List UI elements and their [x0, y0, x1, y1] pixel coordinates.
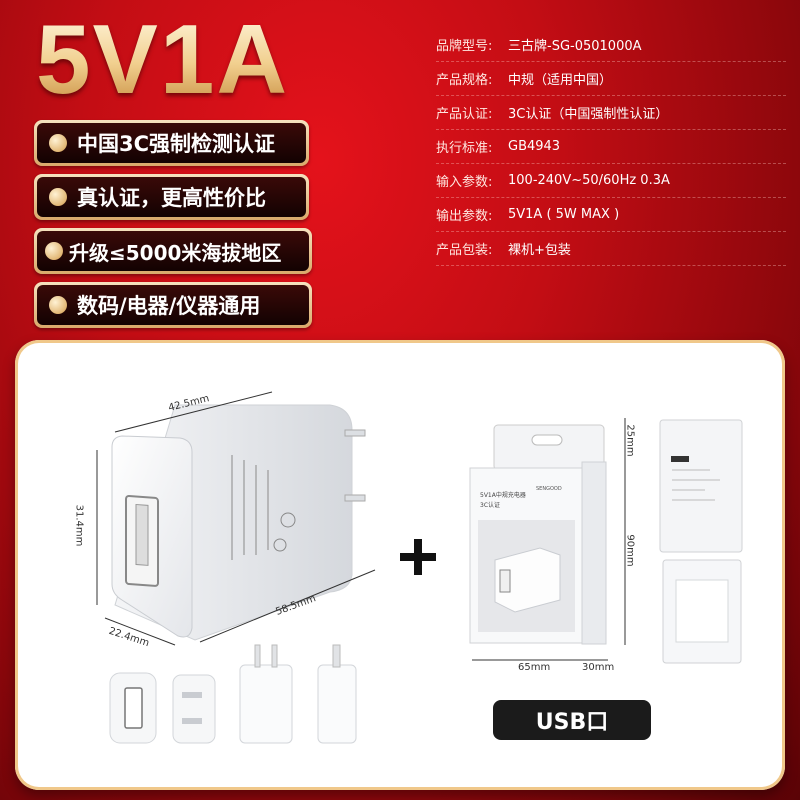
- gold-dot-icon: [45, 242, 63, 260]
- spec-label: 产品包装:: [436, 243, 493, 258]
- badge-altitude: 升级≤5000米海拔地区: [34, 228, 312, 274]
- package-title: 5V1A中规充电器: [480, 492, 526, 499]
- spec-row-spec: 产品规格: 中规（适用中国）: [436, 62, 786, 96]
- dim-box-depth: 30mm: [582, 662, 615, 673]
- spec-label: 输入参数:: [436, 175, 493, 190]
- package-cert: 3C认证: [480, 502, 501, 509]
- spec-table: 品牌型号: 三古牌-SG-0501000A 产品规格: 中规（适用中国） 产品认证:…: [436, 28, 786, 266]
- plus-icon: [398, 537, 438, 577]
- spec-label: 产品规格:: [436, 73, 493, 88]
- badge-text: 中国3C强制检测认证: [77, 132, 276, 156]
- usb-port-label: USB口: [493, 700, 651, 740]
- spec-value: 裸机+包装: [508, 243, 571, 258]
- gold-dot-icon: [49, 134, 67, 152]
- spec-row-model: 品牌型号: 三古牌-SG-0501000A: [436, 28, 786, 62]
- headline-5v1a: 5V1A: [36, 4, 290, 114]
- spec-row-package: 产品包装: 裸机+包装: [436, 232, 786, 266]
- spec-value: 3C认证（中国强制性认证）: [508, 107, 669, 122]
- spec-row-standard: 执行标准: GB4943: [436, 130, 786, 164]
- spec-row-output: 输出参数: 5V1A ( 5W MAX ): [436, 198, 786, 232]
- badge-3c-cert: 中国3C强制检测认证: [34, 120, 309, 166]
- spec-label: 产品认证:: [436, 107, 493, 122]
- spec-label: 执行标准:: [436, 141, 493, 156]
- badge-text: 升级≤5000米海拔地区: [69, 240, 282, 265]
- badge-universal: 数码/电器/仪器通用: [34, 282, 312, 328]
- badge-true-cert: 真认证，更高性价比: [34, 174, 309, 220]
- spec-row-input: 输入参数: 100-240V~50/60Hz 0.3A: [436, 164, 786, 198]
- spec-value: 5V1A ( 5W MAX ): [508, 207, 620, 222]
- spec-value: 中规（适用中国）: [508, 73, 613, 88]
- spec-row-cert: 产品认证: 3C认证（中国强制性认证）: [436, 96, 786, 130]
- spec-value: 100-240V~50/60Hz 0.3A: [508, 173, 670, 188]
- badge-text: 数码/电器/仪器通用: [77, 294, 261, 318]
- spec-value: GB4943: [508, 139, 561, 154]
- spec-label: 品牌型号:: [436, 39, 493, 54]
- package-brand: SENGOOD: [536, 486, 562, 492]
- badge-text: 真认证，更高性价比: [77, 186, 266, 210]
- dim-box-width: 65mm: [518, 662, 551, 673]
- gold-dot-icon: [49, 296, 67, 314]
- spec-value: 三古牌-SG-0501000A: [508, 39, 642, 54]
- gold-dot-icon: [49, 188, 67, 206]
- spec-label: 输出参数:: [436, 209, 493, 224]
